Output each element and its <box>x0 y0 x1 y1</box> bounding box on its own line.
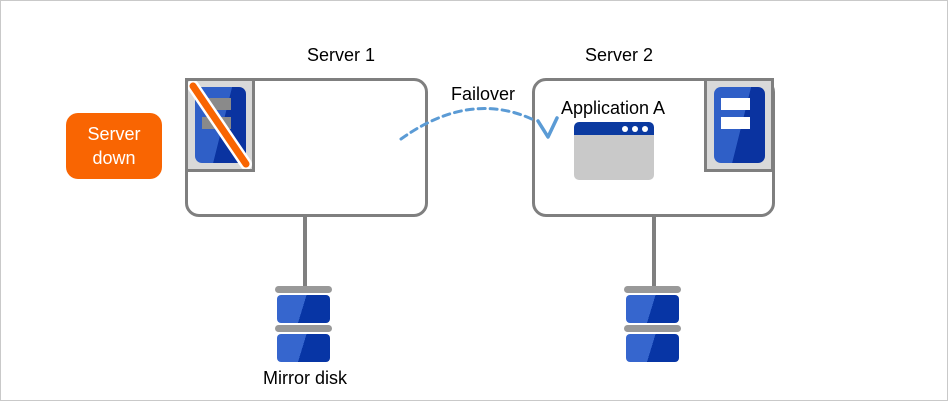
server2-host-icon <box>704 78 774 172</box>
server1-host-icon <box>185 78 255 172</box>
disk-cap-bar <box>275 325 332 332</box>
window-body <box>574 135 654 180</box>
window-dot-icon <box>632 125 638 132</box>
server2-mirror-disk-icon <box>624 286 681 362</box>
failover-arrow-icon <box>399 107 559 141</box>
disk-platter <box>277 334 330 362</box>
server1-mirror-disk-icon <box>275 286 332 362</box>
server-down-badge: Server down <box>66 113 162 179</box>
server2-title: Server 2 <box>584 45 654 65</box>
server1-disk-connector <box>303 215 307 289</box>
disk-platter <box>626 334 679 362</box>
mirror-disk-label: Mirror disk <box>263 368 347 388</box>
disk-cap-bar <box>624 286 681 293</box>
window-dot-icon <box>622 125 628 132</box>
disk-cap-bar <box>275 286 332 293</box>
server2-disk-connector <box>652 215 656 289</box>
window-dot-icon <box>642 125 648 132</box>
server-slot-bar <box>721 98 750 110</box>
server-chassis-icon <box>714 87 765 163</box>
disk-platter <box>277 295 330 323</box>
application-label: Application A <box>560 98 666 118</box>
window-titlebar <box>574 122 654 135</box>
disk-platter <box>626 295 679 323</box>
server-down-label: Server down <box>87 123 141 168</box>
application-window-icon <box>574 122 654 180</box>
failover-label: Failover <box>450 84 516 104</box>
server-down-slash-icon <box>188 81 252 169</box>
disk-cap-bar <box>624 325 681 332</box>
server-slot-bar <box>721 117 750 129</box>
server1-title: Server 1 <box>306 45 376 65</box>
